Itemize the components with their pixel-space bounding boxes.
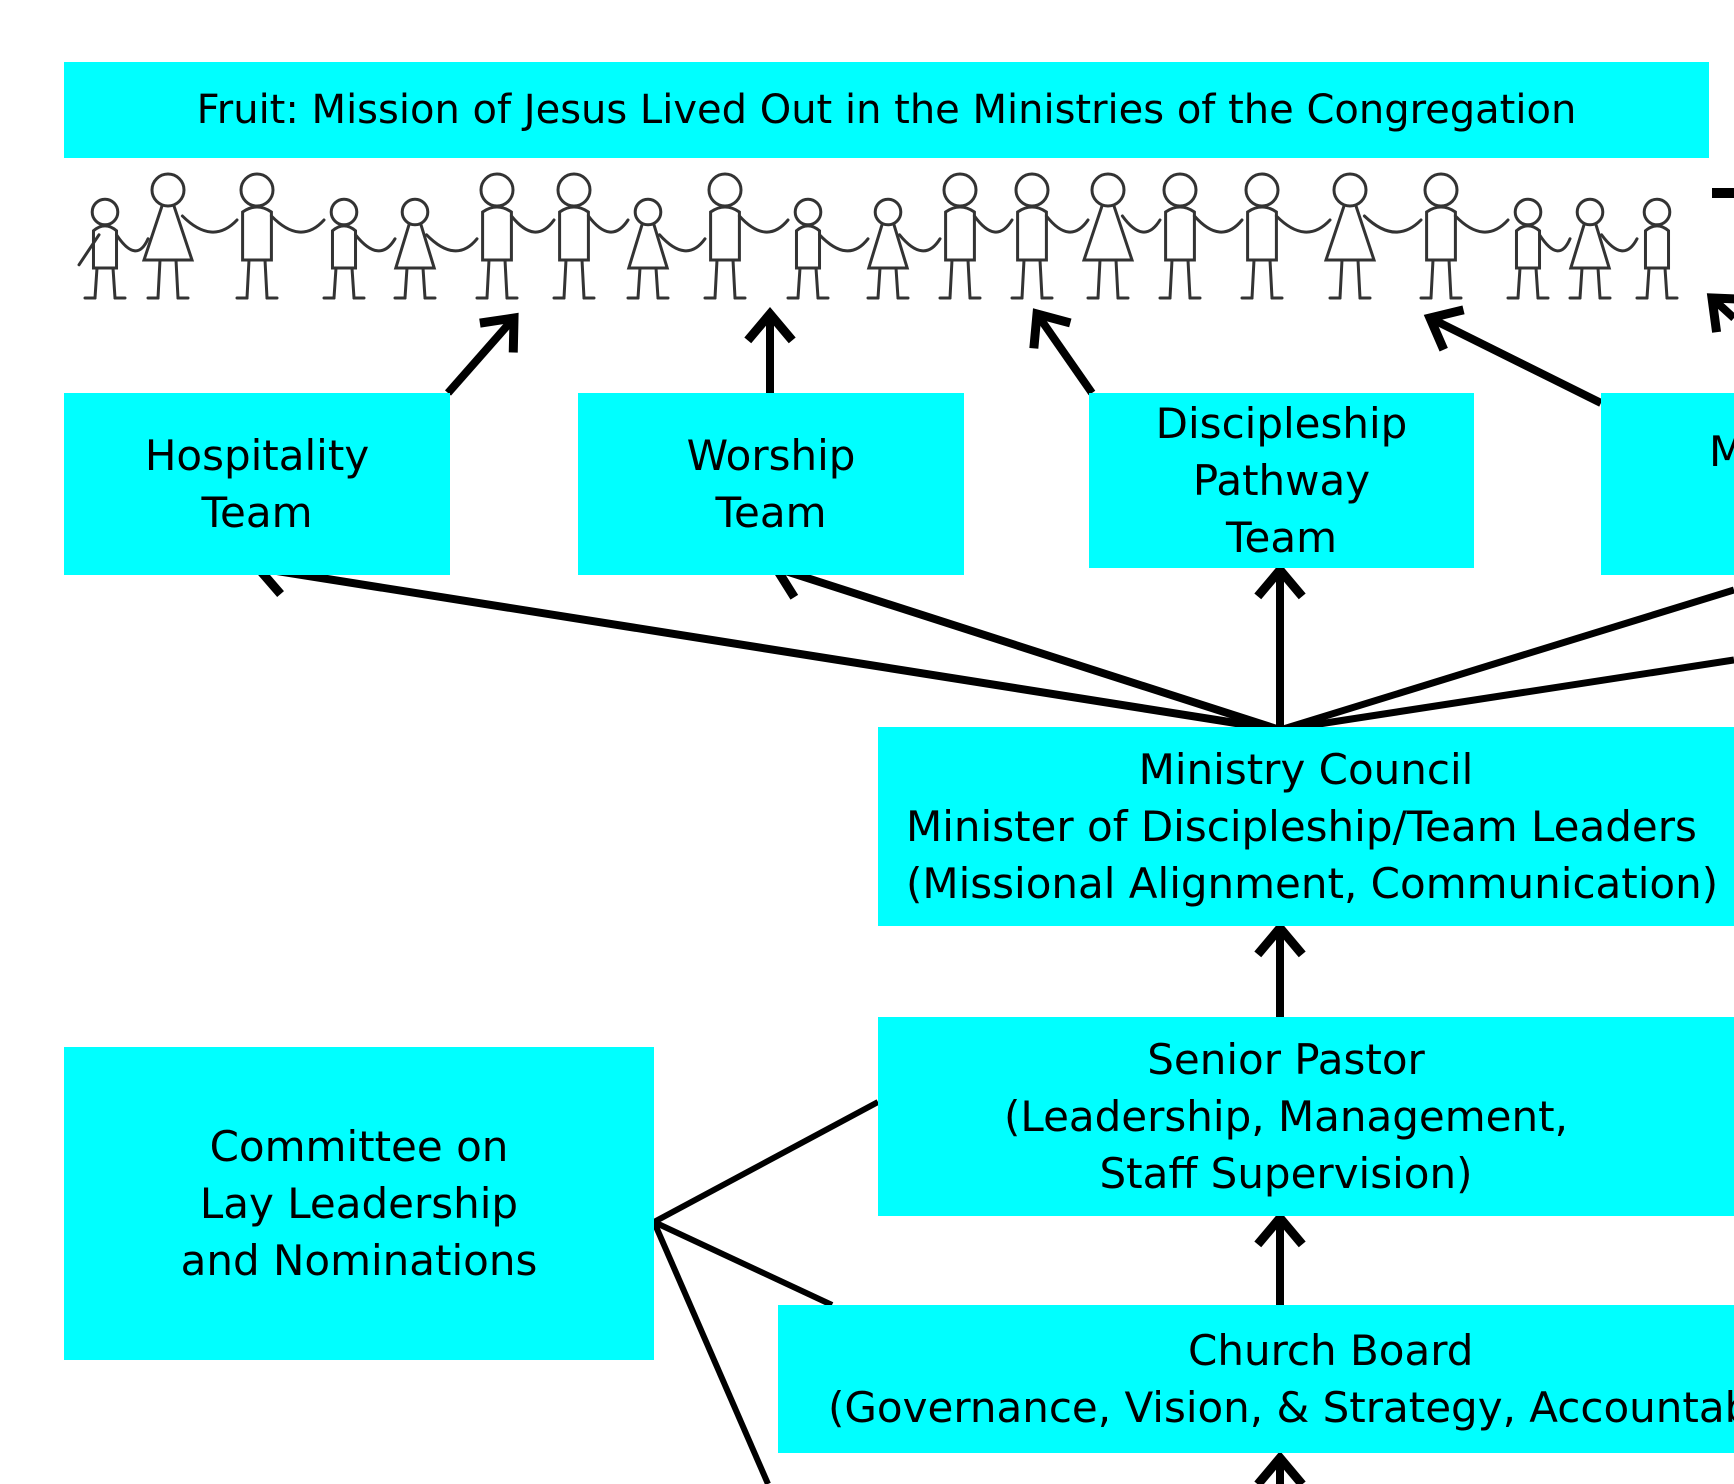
committee-line-1: Committee on bbox=[209, 1122, 509, 1171]
senior-pastor-line-3: Staff Supervision) bbox=[1099, 1149, 1473, 1198]
person-figure-icon bbox=[77, 197, 150, 300]
arrowhead-icon bbox=[1254, 1451, 1306, 1484]
arrowhead-icon bbox=[1706, 293, 1734, 333]
ministry-council-line-3: (Missional Alignment, Communication) bbox=[906, 859, 1719, 908]
arrowhead-icon bbox=[1254, 921, 1306, 958]
arrowhead-icon bbox=[744, 307, 796, 344]
connector-committee-to-board bbox=[652, 1219, 834, 1308]
discipleship-team-line-2: Pathway bbox=[1192, 456, 1371, 505]
connector-council-to-cropped bbox=[1279, 656, 1734, 734]
church-board-line-2: (Governance, Vision, & Strategy, Account… bbox=[828, 1383, 1734, 1432]
connector-council-to-fourth-team bbox=[1278, 586, 1734, 734]
worship-team-line-2: Team bbox=[715, 488, 827, 537]
arrow-hospitality-to-people bbox=[444, 315, 518, 396]
person-figure-icon bbox=[703, 172, 790, 300]
arrow-council-to-worship bbox=[774, 564, 1282, 734]
ministry-council-line-2: Minister of Discipleship/Team Leaders bbox=[906, 802, 1697, 851]
person-figure-icon bbox=[1568, 197, 1639, 300]
person-figure-icon bbox=[1158, 172, 1244, 300]
person-figure-icon bbox=[938, 172, 1014, 300]
person-figure-icon bbox=[322, 197, 397, 300]
hospitality-team-line-2: Team bbox=[201, 488, 313, 537]
discipleship-team-line-3: Team bbox=[1225, 513, 1337, 562]
person-figure-icon bbox=[1081, 172, 1162, 300]
arrowhead-icon bbox=[1254, 1211, 1306, 1248]
discipleship-team-line-1: Discipleship bbox=[1155, 399, 1408, 448]
fourth-team-partial-text: M bbox=[1709, 427, 1734, 476]
person-figure-icon bbox=[1010, 172, 1090, 300]
person-figure-icon bbox=[393, 197, 479, 300]
person-figure-icon bbox=[1506, 197, 1572, 300]
fruit-banner: Fruit: Mission of Jesus Lived Out in the… bbox=[64, 62, 1709, 158]
connector-committee-to-pastor bbox=[652, 1099, 880, 1225]
arrowhead-icon bbox=[479, 312, 519, 353]
person-figure-icon bbox=[552, 172, 630, 300]
arrow-discipleship-to-people bbox=[1033, 311, 1096, 396]
hospitality-team-line-1: Hospitality bbox=[144, 431, 370, 480]
committee-line-3: and Nominations bbox=[180, 1236, 538, 1285]
person-figure-icon bbox=[866, 197, 942, 300]
worship-team-line-1: Worship bbox=[686, 431, 856, 480]
church-board-title: Church Board bbox=[1188, 1326, 1474, 1375]
hospitality-team-box: Hospitality Team bbox=[64, 393, 450, 575]
committee-lay-leadership-box: Committee on Lay Leadership and Nominati… bbox=[64, 1047, 654, 1360]
arrowhead-icon bbox=[1423, 305, 1465, 352]
senior-pastor-box: Senior Pastor (Leadership, Management, S… bbox=[878, 1017, 1734, 1216]
person-figure-icon bbox=[1419, 172, 1510, 300]
person-figure-icon bbox=[141, 172, 239, 300]
fruit-banner-text: Fruit: Mission of Jesus Lived Out in the… bbox=[196, 87, 1577, 133]
person-figure-icon bbox=[786, 197, 870, 300]
discipleship-pathway-team-box: Discipleship Pathway Team bbox=[1089, 393, 1474, 568]
person-figure-icon bbox=[1635, 197, 1679, 300]
person-figure-icon bbox=[1323, 172, 1423, 300]
committee-line-2: Lay Leadership bbox=[199, 1179, 519, 1228]
senior-pastor-line-2: (Leadership, Management, bbox=[1004, 1092, 1568, 1141]
ministry-council-title: Ministry Council bbox=[1138, 745, 1474, 794]
person-figure-icon bbox=[626, 197, 707, 300]
senior-pastor-title: Senior Pastor bbox=[1147, 1035, 1425, 1084]
connector-committee-down bbox=[651, 1220, 771, 1484]
church-board-box: Church Board (Governance, Vision, & Stra… bbox=[778, 1305, 1734, 1453]
arrowhead-icon bbox=[1029, 308, 1072, 349]
arrow-council-to-hospitality bbox=[257, 564, 1281, 734]
worship-team-box: Worship Team bbox=[578, 393, 964, 575]
ministry-council-box: Ministry Council Minister of Discipleshi… bbox=[878, 727, 1734, 926]
arrowhead-icon bbox=[1254, 563, 1306, 600]
person-figure-icon bbox=[235, 172, 326, 300]
arrow-fourth-team-to-people bbox=[1428, 314, 1603, 407]
person-figure-icon bbox=[475, 172, 556, 300]
person-figure-icon bbox=[1240, 172, 1332, 300]
fourth-team-box-cropped: M bbox=[1601, 393, 1734, 575]
